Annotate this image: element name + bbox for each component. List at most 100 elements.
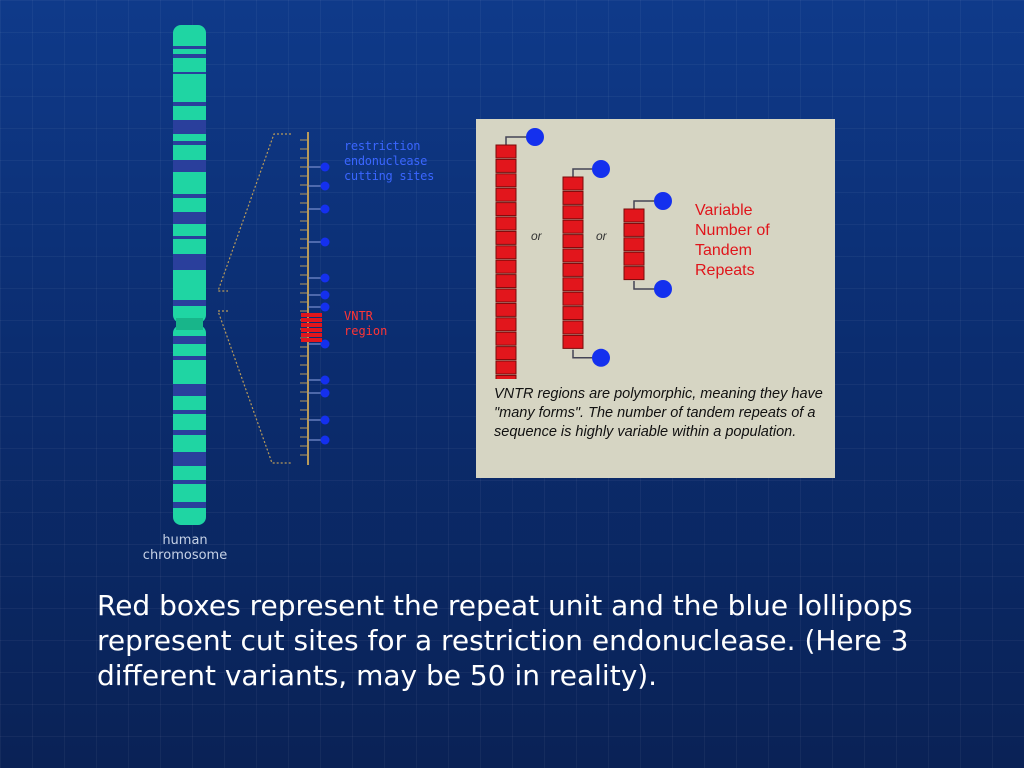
cut-site-lollipop bbox=[320, 415, 330, 425]
vntr-repeat-unit bbox=[301, 333, 322, 337]
repeat-unit-box bbox=[562, 262, 584, 277]
vntr-repeat-unit bbox=[301, 313, 322, 317]
chromosome-diagram bbox=[173, 25, 330, 525]
vntr-title-line-1: Variable bbox=[695, 202, 753, 219]
chromosome-band bbox=[173, 254, 206, 270]
chromosome-band bbox=[173, 102, 206, 106]
repeat-unit-box bbox=[623, 251, 645, 266]
repeat-unit-box bbox=[562, 219, 584, 234]
repeat-unit-box bbox=[562, 234, 584, 249]
chromosome-band bbox=[173, 120, 206, 134]
cut-site-lollipop bbox=[320, 181, 330, 191]
chromosome-band bbox=[173, 72, 206, 74]
cut-site-lollipop-bottom bbox=[654, 280, 672, 298]
repeat-unit-box bbox=[495, 187, 517, 202]
chromosome-arm-upper bbox=[173, 25, 206, 323]
chromosome-band bbox=[173, 141, 206, 145]
repeat-unit-box bbox=[495, 245, 517, 260]
variant-connector-top bbox=[505, 136, 529, 145]
chromosome-band bbox=[173, 430, 206, 435]
chromosome-arm-lower bbox=[173, 325, 206, 525]
vntr-repeat-unit bbox=[301, 338, 322, 342]
chromosome-label: human chromosome bbox=[130, 533, 240, 563]
cutting-sites-label-line-1: restriction bbox=[344, 139, 421, 153]
variant-connector-bottom bbox=[633, 281, 657, 290]
or-label-1: or bbox=[531, 229, 542, 243]
repeat-unit-box bbox=[495, 374, 517, 379]
chromosome-band bbox=[173, 160, 206, 172]
repeat-unit-box bbox=[562, 334, 584, 349]
chromosome-band bbox=[173, 194, 206, 198]
vntr-title-line-4: Repeats bbox=[695, 262, 755, 279]
vntr-title-line-3: Tandem bbox=[695, 242, 752, 259]
repeat-unit-box bbox=[495, 288, 517, 303]
repeat-unit-box bbox=[562, 277, 584, 292]
repeat-unit-box bbox=[562, 248, 584, 263]
chromosome-band bbox=[173, 356, 206, 360]
repeat-unit-box bbox=[562, 306, 584, 321]
vntr-repeat-unit bbox=[301, 328, 322, 332]
repeat-unit-box bbox=[562, 291, 584, 306]
repeat-unit-box bbox=[495, 259, 517, 274]
vntr-repeat-unit bbox=[301, 318, 322, 322]
repeat-unit-box bbox=[562, 205, 584, 220]
zoom-lines bbox=[217, 133, 291, 464]
vntr-variants-diagram bbox=[495, 128, 672, 379]
vntr-region-label-line-1: VNTR bbox=[344, 309, 373, 323]
repeat-unit-box bbox=[495, 144, 517, 159]
repeat-unit-box bbox=[495, 158, 517, 173]
cutting-sites-label: restriction endonuclease cutting sites bbox=[344, 139, 434, 184]
chromosome-band bbox=[173, 236, 206, 239]
human-chromosome bbox=[173, 25, 206, 525]
cut-site-lollipop-top bbox=[592, 160, 610, 178]
chromosome-band bbox=[173, 46, 206, 49]
repeat-unit-box bbox=[495, 360, 517, 375]
variant-connector-top bbox=[633, 200, 657, 209]
cutting-sites-label-line-2: endonuclease bbox=[344, 154, 428, 168]
cut-site-lollipop bbox=[320, 204, 330, 214]
vntr-variant-1 bbox=[495, 128, 544, 379]
repeat-unit-box bbox=[562, 176, 584, 191]
vntr-region-label: VNTR region bbox=[344, 309, 387, 339]
chromosome-band bbox=[173, 300, 206, 306]
vntr-repeat-unit bbox=[301, 323, 322, 327]
repeat-unit-box bbox=[562, 320, 584, 335]
cut-site-lollipop bbox=[320, 273, 330, 283]
repeat-unit-box bbox=[623, 222, 645, 237]
centromere bbox=[176, 318, 203, 330]
repeat-unit-box bbox=[495, 302, 517, 317]
repeat-unit-box bbox=[623, 208, 645, 223]
repeat-unit-box bbox=[495, 230, 517, 245]
chromosome-band bbox=[173, 384, 206, 396]
cut-site-lollipop bbox=[320, 290, 330, 300]
chromosome-band bbox=[173, 480, 206, 484]
chromosome-band bbox=[173, 502, 206, 508]
cut-site-lollipop bbox=[320, 375, 330, 385]
or-label-2: or bbox=[596, 229, 607, 243]
repeat-unit-box bbox=[623, 266, 645, 281]
repeat-unit-box bbox=[495, 331, 517, 346]
panel-caption: VNTR regions are polymorphic, meaning th… bbox=[494, 386, 823, 440]
chromosome-band bbox=[173, 336, 206, 344]
chromosome-band bbox=[173, 452, 206, 466]
slide-caption: Red boxes represent the repeat unit and … bbox=[97, 589, 913, 692]
cut-site-lollipop-bottom bbox=[592, 348, 610, 367]
vntr-illustration-panel: or or Variable Number of Tandem Repeats … bbox=[476, 119, 835, 478]
vntr-variant-2 bbox=[562, 160, 610, 367]
repeat-unit-box bbox=[562, 190, 584, 205]
cut-site-lollipop bbox=[320, 237, 330, 247]
repeat-unit-box bbox=[495, 346, 517, 361]
repeat-unit-box bbox=[623, 237, 645, 252]
cut-site-lollipop-top bbox=[526, 128, 544, 146]
cut-site-lollipop bbox=[320, 435, 330, 445]
chromosome-band bbox=[173, 410, 206, 414]
cut-site-lollipop-top bbox=[654, 192, 672, 210]
repeat-unit-box bbox=[495, 202, 517, 217]
repeat-unit-box bbox=[495, 274, 517, 289]
chromosome-band bbox=[173, 212, 206, 224]
repeat-unit-box bbox=[495, 216, 517, 231]
variant-connector-bottom bbox=[572, 349, 595, 359]
repeat-unit-box bbox=[495, 173, 517, 188]
chromosome-label-line-1: human bbox=[162, 533, 208, 548]
